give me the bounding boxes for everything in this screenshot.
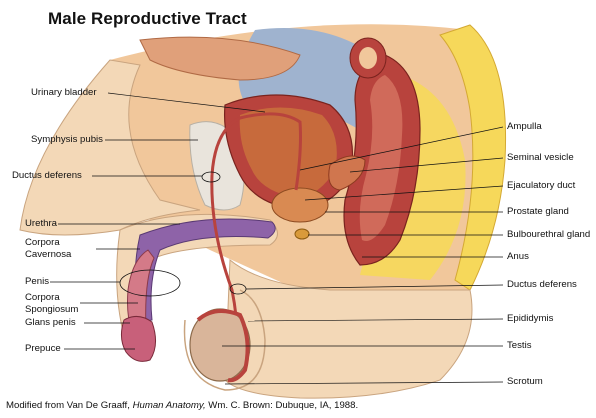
credit-suffix: Wm. C. Brown: Dubuque, IA, 1988. [206,400,359,411]
label-prepuce: Prepuce [25,343,61,354]
label-symphysis-pubis: Symphysis pubis [31,134,103,145]
label-corpora-cavernosa-line1: Corpora [25,237,60,248]
label-glans-penis: Glans penis [25,317,76,328]
label-urethra: Urethra [25,218,57,229]
bulbourethral [295,229,309,239]
label-testis: Testis [507,340,532,351]
label-prostate-gland: Prostate gland [507,206,569,217]
label-penis: Penis [25,276,49,287]
label-bulbourethral-gland: Bulbourethral gland [507,229,590,240]
diagram-title: Male Reproductive Tract [48,9,247,29]
label-ejaculatory-duct: Ejaculatory duct [507,180,575,191]
label-corpora-spongiosum-line2: Spongiosum [25,304,78,315]
label-ductus-deferens-left: Ductus deferens [12,170,82,181]
label-scrotum: Scrotum [507,376,543,387]
label-urinary-bladder: Urinary bladder [31,87,97,98]
label-epididymis: Epididymis [507,313,553,324]
label-ampulla: Ampulla [507,121,542,132]
credit-book-title: Human Anatomy, [133,400,206,411]
credit-prefix: Modified from Van De Graaff, [6,400,133,411]
label-seminal-vesicle: Seminal vesicle [507,152,574,163]
label-corpora-cavernosa-line2: Cavernosa [25,249,71,260]
label-ductus-deferens-right: Ductus deferens [507,279,577,290]
prostate [272,188,328,222]
label-corpora-spongiosum-line1: Corpora [25,292,60,303]
source-credit: Modified from Van De Graaff, Human Anato… [6,400,358,411]
label-anus: Anus [507,251,529,262]
